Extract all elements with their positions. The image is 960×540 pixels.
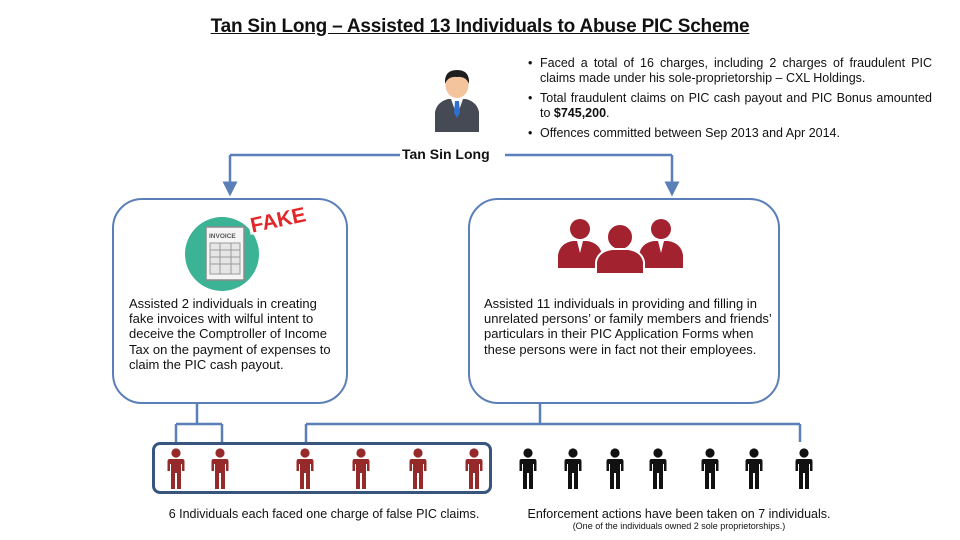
invoice-label: INVOICE (209, 233, 236, 240)
fact-amount: Total fraudulent claims on PIC cash payo… (528, 91, 932, 121)
fact-charges: Faced a total of 16 charges, including 2… (528, 56, 932, 86)
fake-invoice-description: Assisted 2 individuals in creating fake … (129, 296, 331, 372)
charged-individual-icon (465, 448, 483, 489)
enforced-individual-icon (745, 448, 763, 489)
fact-amount-value: $745,200 (553, 106, 607, 120)
enforced-individual-icon (649, 448, 667, 489)
enforced-individual-icon (701, 448, 719, 489)
charged-individual-icon (409, 448, 427, 489)
charged-individual-icon (211, 448, 229, 489)
page-title: Tan Sin Long – Assisted 13 Individuals t… (210, 16, 750, 37)
people-group-icon (558, 219, 683, 275)
top-connector (222, 153, 680, 197)
enforced-individual-icon (519, 448, 537, 489)
enforced-individual-icon (795, 448, 813, 489)
charged-group-box (152, 442, 492, 494)
unrelated-persons-description: Assisted 11 individuals in providing and… (484, 296, 772, 357)
businessman-icon (435, 70, 479, 132)
person-name: Tan Sin Long (402, 146, 490, 162)
enforced-individual-icon (606, 448, 624, 489)
enforced-individual-icon (564, 448, 582, 489)
charged-individual-icon (352, 448, 370, 489)
charged-individual-icon (296, 448, 314, 489)
enforced-caption: Enforcement actions have been taken on 7… (527, 507, 831, 521)
enforced-note: (One of the individuals owned 2 sole pro… (572, 521, 786, 531)
charged-individual-icon (167, 448, 185, 489)
facts-list: Faced a total of 16 charges, including 2… (528, 56, 932, 146)
fact-period: Offences committed between Sep 2013 and … (528, 126, 932, 141)
charged-caption: 6 Individuals each faced one charge of f… (168, 507, 480, 521)
bottom-connector (174, 404, 802, 442)
